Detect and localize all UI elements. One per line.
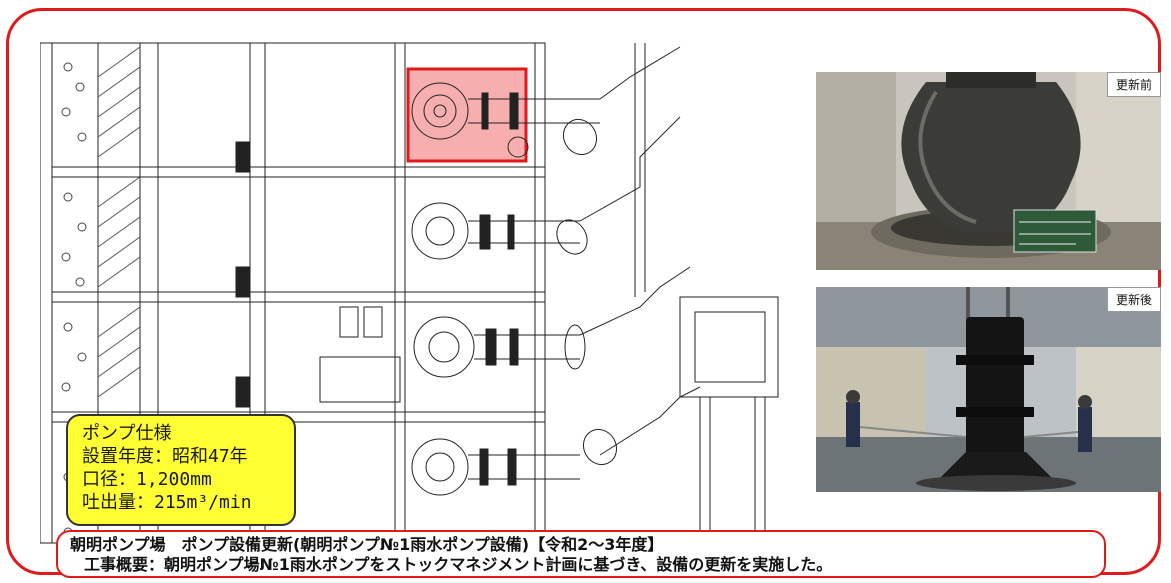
photo-after-image xyxy=(816,287,1161,492)
caption-title: 朝明ポンプ場 ポンプ設備更新(朝明ポンプ№1雨水ポンプ設備)【令和2～3年度】 xyxy=(70,535,664,554)
spec-discharge: 吐出量：215m³/min xyxy=(82,492,252,513)
photo-before-label: 更新前 xyxy=(1106,72,1161,97)
photo-after: 更新後 xyxy=(816,287,1161,492)
photo-after-label: 更新後 xyxy=(1106,287,1161,312)
spec-title: ポンプ仕様 xyxy=(82,423,172,444)
caption-summary: 工事概要：朝明ポンプ場№1雨水ポンプをストックマネジメント計画に基づき、設備の更… xyxy=(84,555,833,574)
photo-before-image xyxy=(816,72,1161,270)
caption-box: 朝明ポンプ場 ポンプ設備更新(朝明ポンプ№1雨水ポンプ設備)【令和2～3年度】 … xyxy=(56,530,1106,578)
photo-before: 更新前 xyxy=(816,72,1161,270)
pump-spec-box: ポンプ仕様 設置年度：昭和47年 口径：1,200mm 吐出量：215m³/mi… xyxy=(66,414,296,526)
plan-drawing-svg xyxy=(39,42,779,545)
spec-diameter: 口径：1,200mm xyxy=(82,469,212,490)
spec-install-year: 設置年度：昭和47年 xyxy=(82,446,248,467)
pump-no1-highlight xyxy=(406,67,528,163)
